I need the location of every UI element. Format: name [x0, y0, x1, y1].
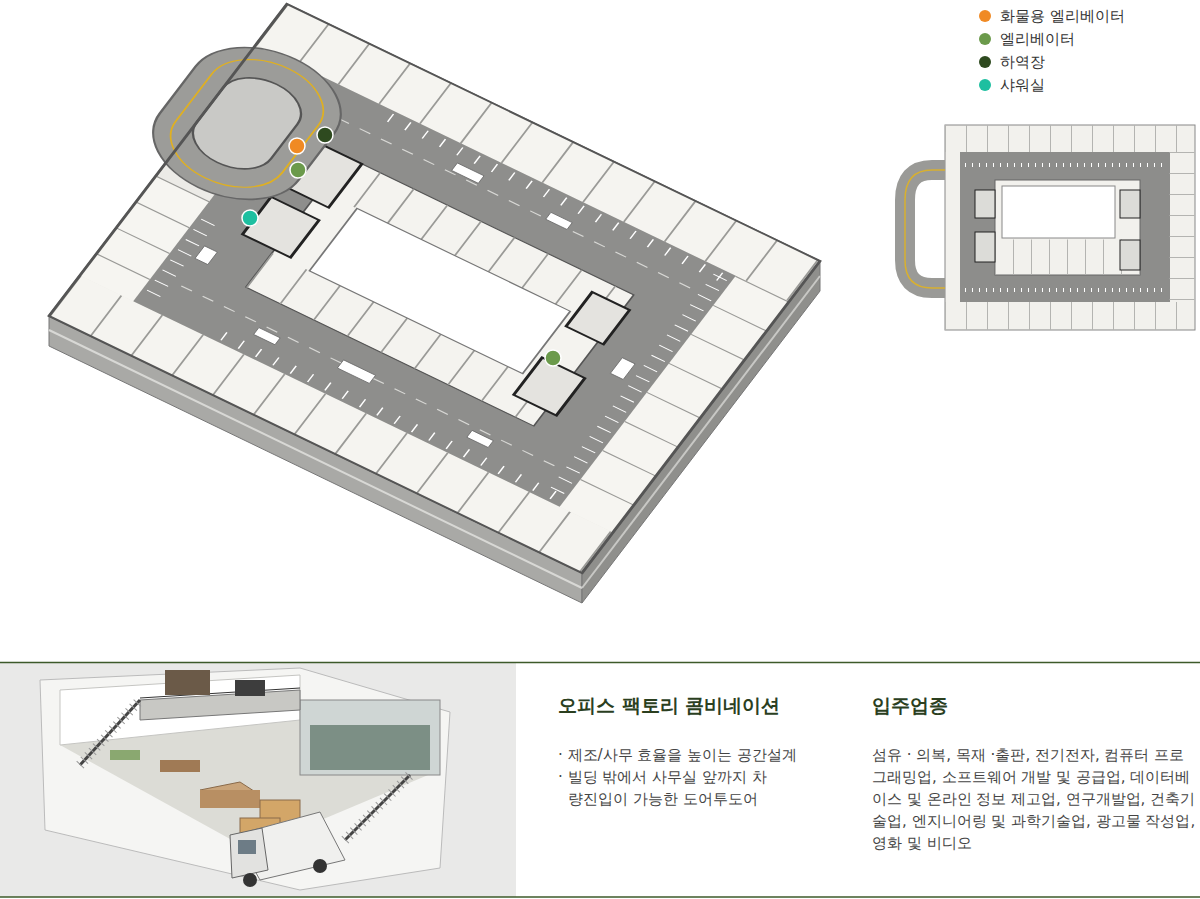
legend-swatch [979, 56, 991, 68]
path-shape [80, 700, 140, 765]
legend-row: 화물용 엘리베이터 [979, 6, 1125, 26]
circle-shape [290, 162, 306, 178]
line-shape [0, 896, 1200, 898]
line-shape [317, 108, 690, 288]
bullet-text-box: · 빌딩 밖에서 사무실 앞까지 차량진입이 가능한 도어투도어 [558, 766, 780, 810]
rect-shape [1002, 186, 1115, 238]
bullet-text: · 빌딩 밖에서 사무실 앞까지 차량진입이 가능한 도어투도어 [558, 766, 780, 810]
legend-text: 하역장 [1000, 52, 1045, 72]
line-shape [140, 688, 300, 698]
legend-text: 엘리베이터 [1000, 29, 1075, 49]
line-shape [1170, 152, 1195, 302]
legend-swatch [979, 10, 991, 22]
line-shape [181, 286, 554, 466]
rect-shape [975, 232, 995, 262]
legend-text: 샤워실 [1000, 75, 1045, 95]
rect-shape [160, 760, 200, 772]
circle-shape [289, 138, 305, 154]
rect-shape [309, 208, 570, 373]
rect-shape [514, 358, 585, 416]
circle-shape [242, 210, 258, 226]
circle-shape [545, 350, 561, 366]
legend-row: 엘리베이터 [979, 29, 1075, 49]
body-text-box: 섬유 · 의복, 목재 ·출판, 전기전자, 컴퓨터 프로그래밍업, 소프트웨어… [872, 744, 1196, 854]
rect-shape [1120, 190, 1140, 218]
rect-shape [238, 840, 256, 854]
polygon-shape [230, 828, 268, 878]
bullet-text: · 제조/사무 효율을 높이는 공간설계 [558, 744, 823, 766]
path-shape [345, 775, 410, 840]
line-shape [995, 240, 1140, 275]
rect-shape [960, 152, 1170, 302]
line-shape [554, 277, 721, 495]
rect-shape [180, 66, 314, 180]
rect-shape [337, 360, 375, 384]
polygon-shape [140, 690, 300, 720]
rect-shape [49, 4, 820, 573]
legend-swatch [979, 79, 991, 91]
circle-shape [243, 873, 257, 887]
line-shape [149, 222, 209, 300]
rect-shape [975, 190, 995, 218]
rect-shape [546, 212, 573, 229]
line-shape [0, 662, 1200, 664]
rect-shape [452, 163, 484, 183]
rect-shape [995, 180, 1140, 275]
line-shape [965, 163, 1165, 167]
line-shape [223, 336, 553, 495]
section-heading: 오피스 팩토리 콤비네이션 [558, 692, 780, 718]
legend-row: 하역장 [979, 52, 1045, 72]
rect-shape [300, 700, 440, 775]
legend-row: 샤워실 [979, 75, 1045, 95]
rect-shape [610, 358, 635, 380]
rect-shape [152, 43, 342, 204]
floor-plan [17, 0, 820, 573]
plan-markers [242, 127, 561, 366]
rect-shape [0, 663, 516, 897]
path-shape [905, 170, 945, 288]
path-shape [80, 700, 140, 765]
rect-shape [566, 292, 629, 344]
line-shape [945, 125, 1195, 152]
small-plan [905, 125, 1195, 330]
bullet-text-box: · 제조/사무 효율을 높이는 공간설계 [558, 744, 823, 766]
line-shape [965, 288, 1165, 292]
rect-shape [195, 246, 217, 265]
line-shape [390, 118, 720, 277]
line-shape [945, 302, 1195, 330]
office-factory-illustration [40, 668, 450, 890]
rect-shape [165, 670, 210, 695]
body-text: 섬유 · 의복, 목재 ·출판, 전기전자, 컴퓨터 프로그래밍업, 소프트웨어… [872, 744, 1196, 854]
polygon-shape [40, 668, 450, 890]
path-shape [345, 775, 410, 840]
rect-shape [243, 197, 320, 258]
section-heading: 입주업종 [872, 692, 948, 718]
rect-shape [49, 4, 820, 573]
path-shape [905, 170, 945, 288]
rect-shape [945, 125, 1195, 330]
section-heading-box: 입주업종 [872, 692, 948, 718]
bottom-panel [0, 663, 1200, 898]
rect-shape [200, 790, 260, 808]
rect-shape [467, 430, 494, 447]
rect-shape [310, 725, 430, 770]
rect-shape [1120, 240, 1140, 270]
legend-text: 화물용 엘리베이터 [1000, 6, 1125, 26]
circle-shape [313, 859, 327, 873]
rect-shape [235, 680, 265, 696]
rect-shape [110, 750, 140, 760]
circle-shape [317, 127, 333, 143]
section-heading-box: 오피스 팩토리 콤비네이션 [558, 692, 780, 718]
rect-shape [254, 328, 281, 345]
legend-swatch [979, 33, 991, 45]
